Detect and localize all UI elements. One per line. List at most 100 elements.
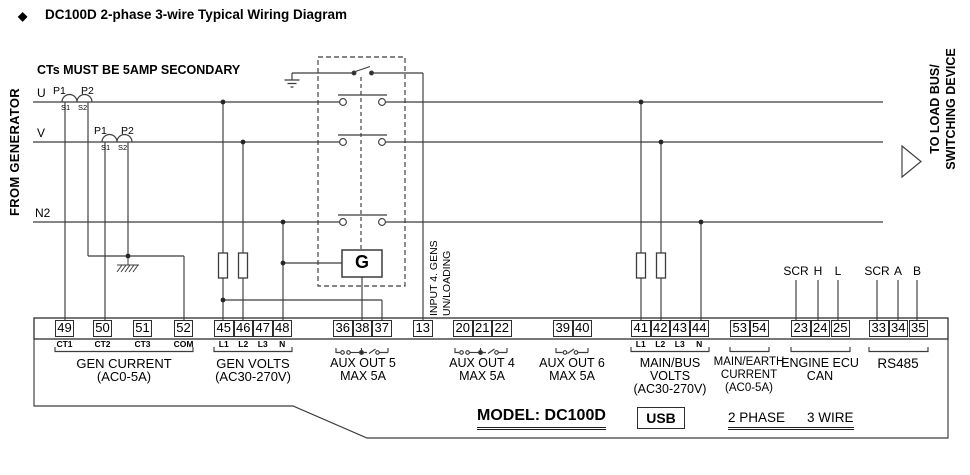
rs485-scr-label: SCR xyxy=(864,264,890,278)
junction-dots xyxy=(125,99,704,303)
main-bus-volts-caption-0: MAIN/BUS xyxy=(639,356,701,370)
terminal-21: 21 xyxy=(472,320,492,337)
terminal-20: 20 xyxy=(453,320,473,337)
generator-coil-label: G xyxy=(354,252,369,272)
aux-out-6-caption-1: MAX 5A xyxy=(549,369,595,384)
phase-label: 2 PHASE xyxy=(728,410,786,425)
to-load-line2: SWITCHING DEVICE xyxy=(944,48,958,170)
input-4-line2: UN/LOADING xyxy=(440,250,453,316)
terminal-53: 53 xyxy=(730,320,750,337)
input-4-label: INPUT 4. GENS UN/LOADING xyxy=(428,220,453,316)
page-title: DC100D 2-phase 3-wire Typical Wiring Dia… xyxy=(45,7,347,22)
terminal-54: 54 xyxy=(749,320,769,337)
earth-icon xyxy=(284,73,300,88)
ct1-symbol xyxy=(61,94,93,322)
terminal-13: 13 xyxy=(413,320,433,337)
device-outline xyxy=(33,339,949,439)
ecu-l-label: L xyxy=(834,264,842,278)
aux5-contact-symbol xyxy=(335,347,389,355)
gen-current-caption-1: (AC0-5A) xyxy=(96,369,152,385)
engine-ecu-can-caption-0: ENGINE ECU xyxy=(781,356,859,370)
main-earth-current-caption-1: CURRENT xyxy=(720,369,778,382)
aux-out-4-caption-1: MAX 5A xyxy=(459,369,505,384)
terminal-41: 41 xyxy=(631,320,651,337)
terminal-34: 34 xyxy=(888,320,908,337)
gen-current-pin-CT1: CT1 xyxy=(56,339,73,349)
main-bus-volts-caption-1: VOLTS xyxy=(649,369,691,384)
main-bus-volts-caption-2: (AC30-270V) xyxy=(633,382,707,397)
aux-out-5-caption-1: MAX 5A xyxy=(340,369,386,384)
main-earth-current-caption-0: MAIN/EARTH xyxy=(713,356,785,368)
main-bus-volts-pin-L2: L2 xyxy=(655,339,666,349)
gen-volts-pin-L3: L3 xyxy=(257,339,268,349)
to-load-label: TO LOAD BUS/ SWITCHING DEVICE xyxy=(927,6,959,212)
gen-current-caption-0: GEN CURRENT xyxy=(76,356,172,371)
title-bullet-icon: ◆ xyxy=(18,9,28,23)
ct1-p1-label: P1 xyxy=(53,85,66,97)
aux-out-5-caption-0: AUX OUT 5 xyxy=(330,356,396,370)
usb-port-label: USB xyxy=(637,407,685,429)
terminal-22: 22 xyxy=(492,320,512,337)
main-bus-volts-pin-N: N xyxy=(696,339,703,349)
ct2-p1-label: P1 xyxy=(94,125,107,137)
engine-ecu-can-caption-1: CAN xyxy=(806,369,834,384)
ct2-symbol xyxy=(101,134,133,322)
contactor-dashed-box xyxy=(317,56,406,287)
model-label: MODEL: DC100D xyxy=(477,407,606,430)
terminal-39: 39 xyxy=(553,320,573,337)
terminal-42: 42 xyxy=(650,320,670,337)
gen-volts-caption-0: GEN VOLTS xyxy=(216,356,290,371)
terminal-51: 51 xyxy=(133,320,152,337)
terminal-44: 44 xyxy=(689,320,709,337)
rs485-a-label: A xyxy=(893,264,903,278)
terminal-23: 23 xyxy=(791,320,811,337)
terminal-50: 50 xyxy=(93,320,112,337)
aux-out-4-caption-0: AUX OUT 4 xyxy=(449,356,515,370)
terminal-49: 49 xyxy=(55,320,74,337)
gen-volts-pin-L2: L2 xyxy=(238,339,249,349)
gen-volts-caption-1: (AC30-270V) xyxy=(215,369,291,385)
terminal-40: 40 xyxy=(572,320,592,337)
terminal-25: 25 xyxy=(830,320,850,337)
from-generator-label: FROM GENERATOR xyxy=(7,88,22,216)
terminal-45: 45 xyxy=(214,320,234,337)
aux-switch xyxy=(292,65,424,322)
gen-current-pin-CT3: CT3 xyxy=(134,339,151,349)
ct-note: CTs MUST BE 5AMP SECONDARY xyxy=(37,63,241,77)
terminal-36: 36 xyxy=(333,320,353,337)
ct1-s2-label: S2 xyxy=(78,103,88,112)
bus-label-n2: N2 xyxy=(35,206,51,220)
terminal-33: 33 xyxy=(869,320,889,337)
neutral-coil-wiring xyxy=(282,222,342,322)
main-bus-volts-pin-L1: L1 xyxy=(635,339,646,349)
main-earth-current-caption-2: (AC0-5A) xyxy=(725,382,773,395)
comms-wires xyxy=(795,280,918,322)
terminal-52: 52 xyxy=(174,320,193,337)
terminal-24: 24 xyxy=(810,320,830,337)
group-brackets xyxy=(54,347,929,353)
terminal-48: 48 xyxy=(272,320,292,337)
aux6-contact-symbol xyxy=(555,348,589,355)
main-bus-wiring xyxy=(635,102,702,322)
rs485-b-label: B xyxy=(912,264,922,278)
aux-out-6-caption-0: AUX OUT 6 xyxy=(539,356,605,370)
load-arrow-icon xyxy=(901,144,922,179)
terminal-46: 46 xyxy=(233,320,253,337)
gen-current-pin-CT2: CT2 xyxy=(94,339,111,349)
contactor-poles xyxy=(338,94,387,226)
ct1-s1-label: S1 xyxy=(61,103,71,112)
terminal-37: 37 xyxy=(372,320,392,337)
aux4-contact-symbol xyxy=(454,347,508,355)
gen-current-pin-COM: COM xyxy=(173,339,194,349)
terminal-35: 35 xyxy=(908,320,928,337)
ct2-p2-label: P2 xyxy=(121,125,134,137)
rs485-caption-0: RS485 xyxy=(877,356,919,371)
terminal-43: 43 xyxy=(670,320,690,337)
terminal-47: 47 xyxy=(253,320,273,337)
bus-label-v: V xyxy=(37,126,46,140)
bus-lines xyxy=(33,101,883,223)
ct-common-wire xyxy=(88,255,185,322)
input-4-line1: INPUT 4. GENS xyxy=(428,240,440,316)
